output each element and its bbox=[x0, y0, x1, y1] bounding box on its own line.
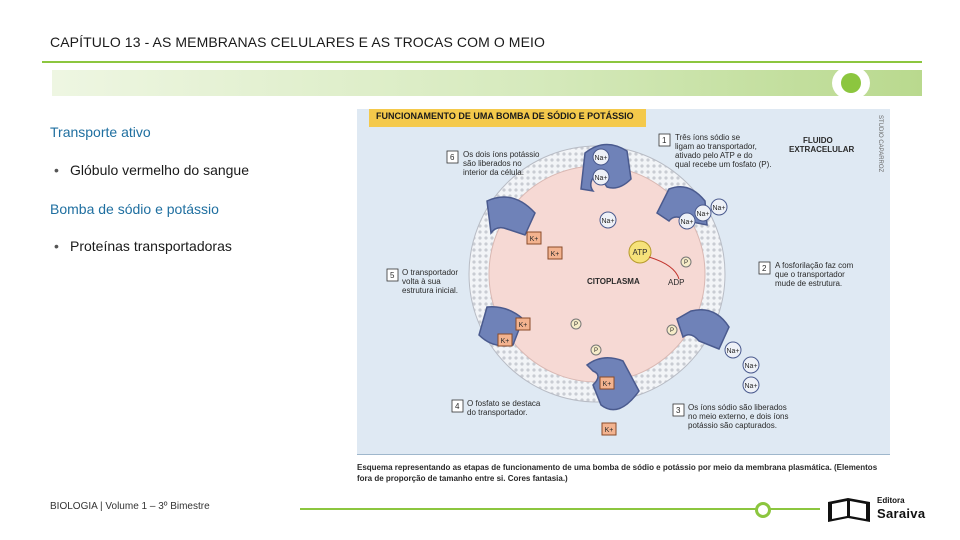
figure-bottom-rule bbox=[357, 454, 890, 455]
step3-line1: Os íons sódio são liberados bbox=[688, 403, 787, 412]
bullet-proteinas-text: Proteínas transportadoras bbox=[70, 238, 232, 254]
step2-line1: A fosforilação faz com bbox=[775, 261, 854, 270]
step2-num: 2 bbox=[762, 264, 767, 273]
p-label: P bbox=[670, 328, 674, 334]
step5-num: 5 bbox=[390, 271, 395, 280]
bullet-dot-icon: • bbox=[54, 162, 59, 178]
cytoplasm-label: CITOPLASMA bbox=[587, 277, 640, 286]
k-label: K+ bbox=[519, 322, 528, 329]
title-rule bbox=[42, 61, 922, 63]
step1-box bbox=[658, 133, 671, 147]
adp-label: ADP bbox=[668, 278, 684, 287]
p-label: P bbox=[684, 260, 688, 266]
p-label: P bbox=[594, 348, 598, 354]
bullet-dot-icon: • bbox=[54, 238, 59, 254]
bullet-proteinas: • Proteínas transportadoras bbox=[54, 238, 232, 254]
sodium-ions: Na+ Na+ Na+ Na+ Na+ Na+ Na+ Na+ Na+ bbox=[592, 148, 760, 394]
step4-line2: do transportador. bbox=[467, 408, 527, 417]
potassium-ions: K+ K+ K+ K+ K+ K+ bbox=[497, 231, 617, 436]
figure-title: FUNCIONAMENTO DE UMA BOMBA DE SÓDIO E PO… bbox=[376, 111, 634, 121]
footer-line bbox=[300, 508, 820, 510]
step4-box bbox=[451, 399, 464, 413]
atp-badge bbox=[628, 240, 652, 264]
na-label: Na+ bbox=[680, 219, 693, 226]
step6-box bbox=[446, 150, 459, 164]
step5-line3: estrutura inicial. bbox=[402, 286, 458, 295]
k-label: K+ bbox=[603, 381, 612, 388]
chapter-title: CAPÍTULO 13 - AS MEMBRANAS CELULARES E A… bbox=[50, 34, 545, 50]
na-label: Na+ bbox=[712, 205, 725, 212]
step3-line2: no meio externo, e dois íons bbox=[688, 412, 789, 421]
step6-line1: Os dois íons potássio bbox=[463, 150, 540, 159]
phosphate-4 bbox=[666, 324, 678, 336]
k-label: K+ bbox=[530, 236, 539, 243]
saraiva-logo-icon bbox=[828, 498, 870, 522]
step2-box bbox=[758, 261, 771, 275]
step1-num: 1 bbox=[662, 136, 667, 145]
step4-num: 4 bbox=[455, 402, 460, 411]
na-label: Na+ bbox=[601, 218, 614, 225]
step6-line3: interior da célula. bbox=[463, 168, 524, 177]
na-label: Na+ bbox=[594, 175, 607, 182]
step1-line3: ativado pelo ATP e do bbox=[675, 151, 753, 160]
phosphate-2 bbox=[570, 318, 582, 330]
fluido-label-2: EXTRACELULAR bbox=[789, 145, 855, 154]
figure-caption: Esquema representando as etapas de funci… bbox=[357, 463, 878, 483]
na-label: Na+ bbox=[726, 348, 739, 355]
phosphate-1 bbox=[680, 256, 692, 268]
na-label: Na+ bbox=[594, 155, 607, 162]
step2-line3: mude de estrutura. bbox=[775, 279, 842, 288]
step4-line1: O fosfato se destaca bbox=[467, 399, 541, 408]
footer-text: BIOLOGIA | Volume 1 – 3º Bimestre bbox=[50, 501, 210, 512]
bullet-globulo-text: Glóbulo vermelho do sangue bbox=[70, 162, 250, 178]
step1-line1: Três íons sódio se bbox=[675, 133, 741, 142]
figure-credit: STUDIO CAPARROZ bbox=[877, 115, 883, 173]
na-label: Na+ bbox=[744, 363, 757, 370]
logo-editora: Editora bbox=[877, 496, 905, 505]
step3-num: 3 bbox=[676, 406, 681, 415]
k-label: K+ bbox=[501, 338, 510, 345]
bullet-globulo: • Glóbulo vermelho do sangue bbox=[54, 162, 249, 178]
transporter-3 bbox=[676, 309, 730, 350]
heading-transporte-ativo: Transporte ativo bbox=[50, 124, 151, 140]
step5-line1: O transportador bbox=[402, 268, 458, 277]
p-label: P bbox=[574, 322, 578, 328]
phosphate-3 bbox=[590, 344, 602, 356]
k-label: K+ bbox=[551, 251, 560, 258]
transporter-6 bbox=[486, 196, 536, 236]
step3-box bbox=[672, 403, 685, 417]
step1-line2: ligam ao transportador, bbox=[675, 142, 757, 151]
step5-box bbox=[386, 268, 399, 282]
step6-line2: são liberados no bbox=[463, 159, 522, 168]
step3-line3: potássio são capturados. bbox=[688, 421, 777, 430]
band-circle-icon bbox=[832, 66, 870, 100]
na-label: Na+ bbox=[744, 383, 757, 390]
atp-arrow bbox=[648, 256, 680, 280]
green-band bbox=[52, 70, 922, 96]
step1-line4: qual recebe um fosfato (P). bbox=[675, 160, 772, 169]
step5-line2: volta à sua bbox=[402, 277, 441, 286]
step2-line2: que o transportador bbox=[775, 270, 845, 279]
footer-circle-icon bbox=[755, 502, 771, 518]
k-label: K+ bbox=[605, 427, 614, 434]
figure-title-box bbox=[369, 109, 646, 127]
fluido-label-1: FLUIDO bbox=[803, 136, 833, 145]
na-label: Na+ bbox=[696, 211, 709, 218]
heading-bomba: Bomba de sódio e potássio bbox=[50, 201, 219, 217]
pump-diagram-svg: Na+ Na+ Na+ Na+ Na+ Na+ Na+ Na+ Na+ K+ K… bbox=[386, 133, 855, 436]
atp-label: ATP bbox=[633, 248, 648, 257]
pump-figure: Na+ Na+ Na+ Na+ Na+ Na+ Na+ Na+ Na+ K+ K… bbox=[357, 109, 890, 454]
logo-saraiva: Saraiva bbox=[877, 506, 926, 521]
step6-num: 6 bbox=[450, 153, 455, 162]
